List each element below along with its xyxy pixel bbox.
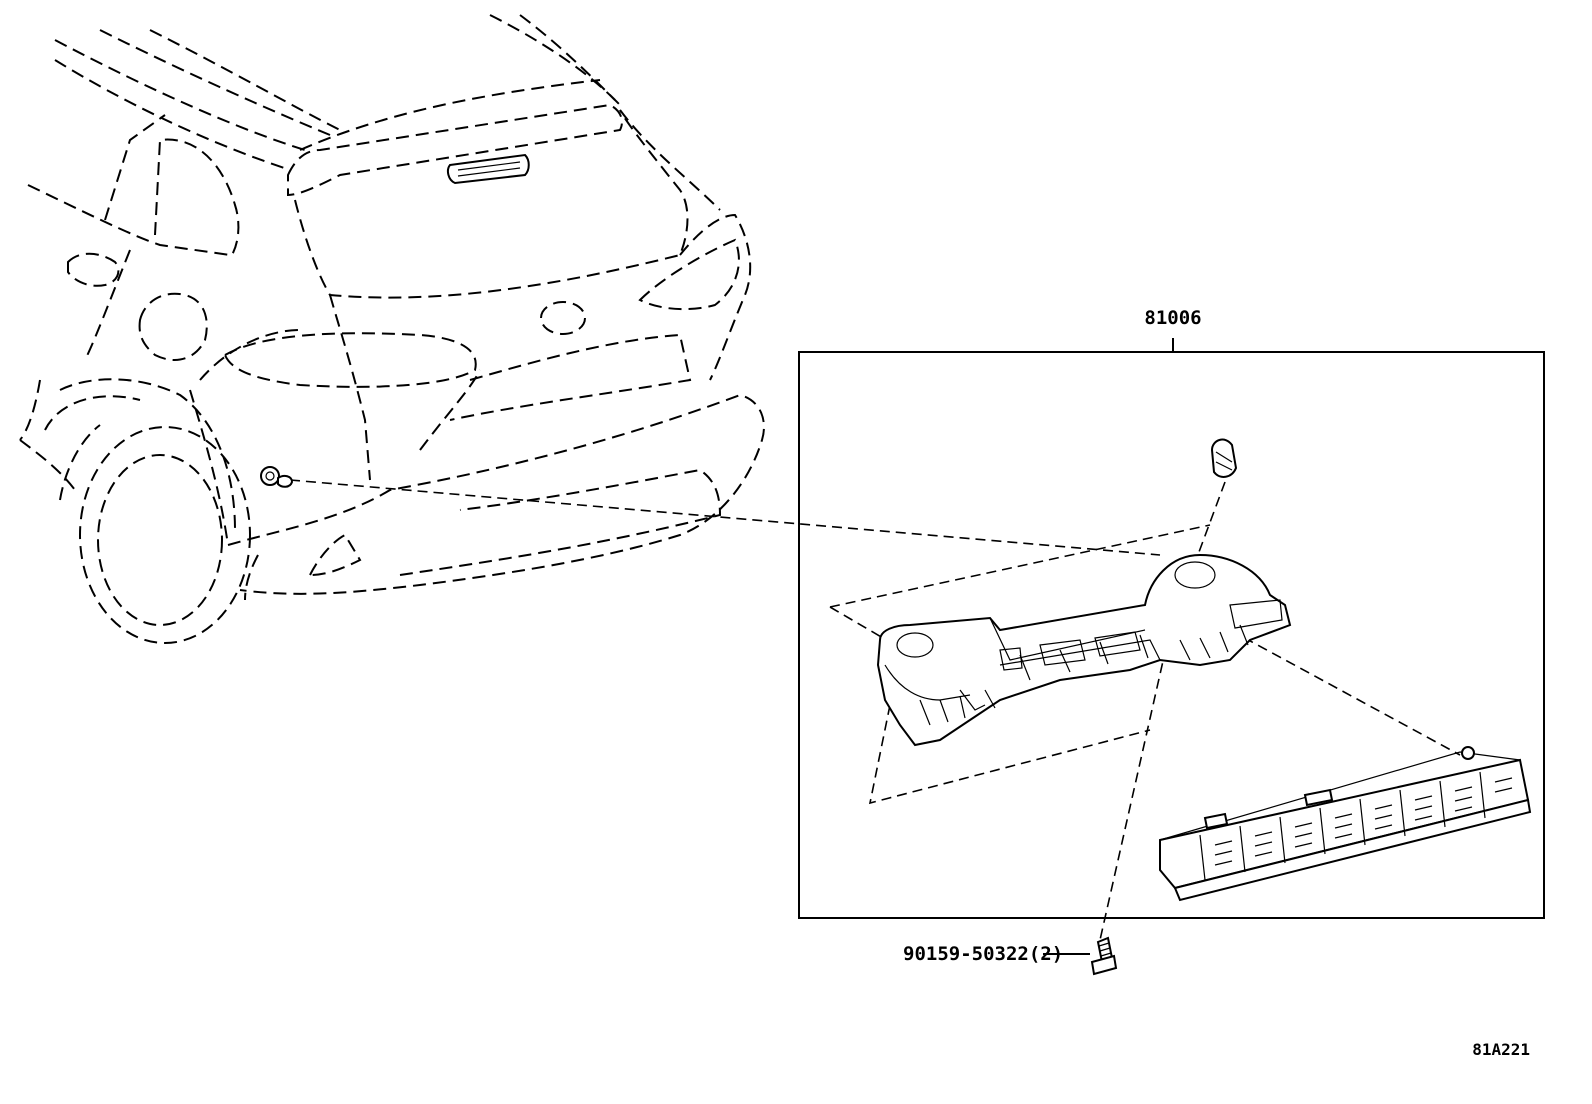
vehicle-outline [19, 14, 765, 644]
stop-lamp-icon [1159, 746, 1532, 902]
stop-lamp-on-vehicle-icon [446, 153, 530, 185]
illustration-code: 81A221 [1472, 1040, 1530, 1059]
bolt-part-number: 90159-50322(2) [903, 943, 1063, 965]
assembly-frame [798, 351, 1545, 919]
exploded-assembly [289, 479, 1461, 941]
clip-icon [1210, 438, 1238, 478]
bolt-icon [1090, 936, 1118, 976]
screw-icon [260, 466, 294, 488]
assembly-part-number: 81006 [1144, 307, 1201, 329]
lamp-bracket-icon [876, 553, 1292, 747]
